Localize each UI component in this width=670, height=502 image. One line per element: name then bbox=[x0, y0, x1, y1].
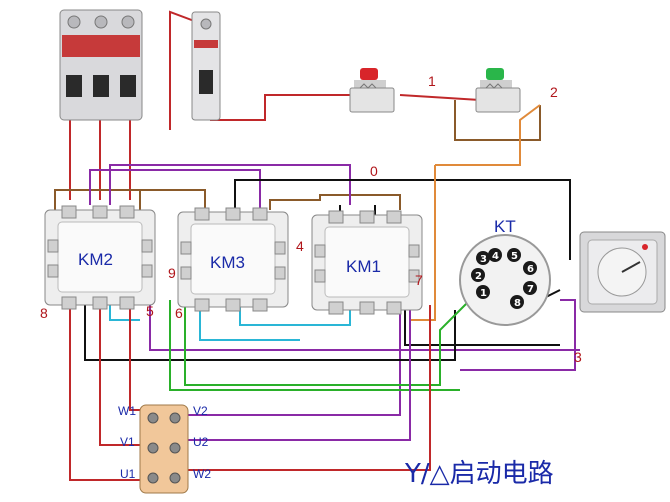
green-wire bbox=[169, 300, 460, 391]
wire-label-2: 2 bbox=[550, 84, 558, 100]
kt-pins: 1 2 3 4 5 6 7 8 bbox=[471, 248, 537, 309]
purple-wire bbox=[89, 169, 261, 210]
terminal-w2: W2 bbox=[193, 467, 211, 481]
diagram-title: Y/△启动电路 bbox=[404, 459, 554, 489]
wire-label-3: 3 bbox=[574, 349, 582, 365]
orange-wire bbox=[410, 165, 436, 321]
wire-label-9: 9 bbox=[168, 265, 176, 281]
kt-label: KT bbox=[494, 217, 516, 236]
kt-pin-6: 6 bbox=[527, 264, 534, 275]
cyan-wire bbox=[239, 305, 351, 326]
black-wire bbox=[234, 179, 571, 260]
terminal-u1: U1 bbox=[120, 467, 136, 481]
red-wire bbox=[399, 94, 481, 101]
km1-label: KM1 bbox=[346, 257, 381, 276]
control-breaker bbox=[191, 11, 221, 121]
terminal-v1: V1 bbox=[120, 435, 135, 449]
terminal-v2: V2 bbox=[193, 404, 208, 418]
red-wire bbox=[185, 305, 431, 471]
purple-wire bbox=[460, 299, 576, 371]
red-wire bbox=[99, 305, 140, 446]
kt-pin-7: 7 bbox=[527, 284, 534, 295]
stop-button bbox=[349, 68, 395, 113]
wires bbox=[54, 10, 580, 481]
kt-pin-4: 4 bbox=[492, 251, 499, 262]
main-breaker bbox=[59, 9, 143, 121]
wire-labels: 0 1 2 3 4 5 6 7 8 9 bbox=[40, 73, 582, 365]
terminal-w1: W1 bbox=[118, 404, 136, 418]
time-relay-kt: 1 2 3 4 5 6 7 8 KT bbox=[459, 217, 551, 326]
purple-wire bbox=[185, 305, 411, 441]
km2-label: KM2 bbox=[78, 250, 113, 269]
red-wire bbox=[210, 94, 355, 121]
km3-label: KM3 bbox=[210, 253, 245, 272]
purple-wire bbox=[149, 300, 580, 351]
start-button bbox=[475, 68, 521, 113]
brown-wire bbox=[269, 194, 401, 210]
wire-label-6: 6 bbox=[175, 305, 183, 321]
black-wire bbox=[404, 300, 560, 346]
wire-label-5: 5 bbox=[146, 303, 154, 319]
green-wire bbox=[184, 299, 471, 386]
brown-wire bbox=[454, 100, 541, 141]
cyan-wire bbox=[199, 305, 300, 341]
red-wire bbox=[69, 300, 140, 481]
wire-label-4: 4 bbox=[296, 238, 304, 254]
contactor-km1: KM1 bbox=[311, 210, 423, 315]
kt-pin-2: 2 bbox=[475, 271, 482, 282]
contactor-km2: KM2 bbox=[44, 205, 156, 310]
purple-wire bbox=[180, 300, 401, 416]
purple-wire bbox=[109, 164, 351, 205]
contactor-km3: KM3 bbox=[177, 207, 289, 312]
wire-label-0: 0 bbox=[370, 163, 378, 179]
kt-pin-8: 8 bbox=[514, 298, 521, 309]
brown-wire bbox=[54, 189, 206, 215]
wire-label-7: 7 bbox=[415, 272, 423, 288]
wire-label-8: 8 bbox=[40, 305, 48, 321]
kt-pin-5: 5 bbox=[511, 251, 518, 262]
wire-label-1: 1 bbox=[428, 73, 436, 89]
kt-pin-3: 3 bbox=[480, 254, 487, 265]
time-relay-unit bbox=[579, 231, 666, 313]
motor-terminal-box: W1 V2 V1 U2 U1 W2 bbox=[118, 404, 211, 494]
red-wire bbox=[129, 305, 140, 411]
terminal-u2: U2 bbox=[193, 435, 209, 449]
orange-wire bbox=[435, 104, 541, 166]
kt-pin-1: 1 bbox=[480, 288, 487, 299]
black-wire bbox=[84, 300, 456, 361]
